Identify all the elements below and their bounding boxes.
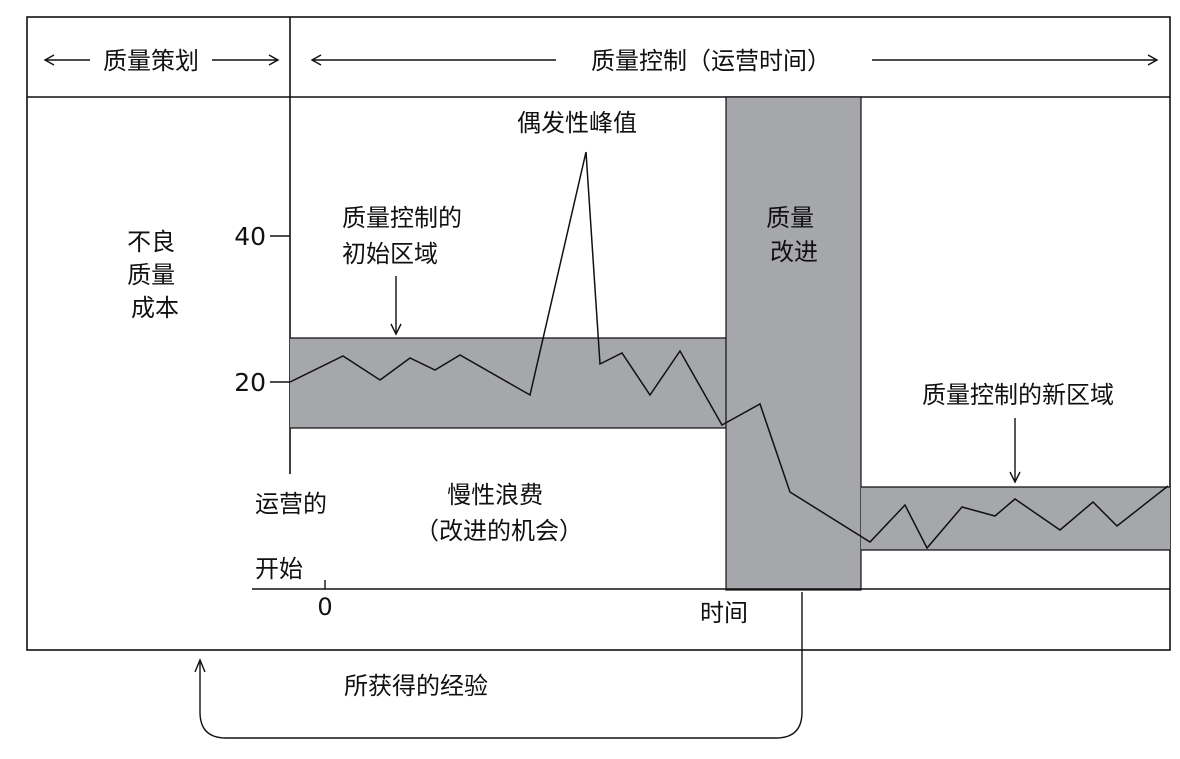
time-axis-label: 时间: [700, 599, 748, 627]
outer-frame: [26, 16, 1171, 651]
tick-40-label: 40: [234, 222, 266, 251]
initial-zone-arrow: [390, 276, 402, 336]
lessons-learned-feedback-path: [199, 592, 803, 739]
new-zone-arrow: [1009, 418, 1021, 484]
operation-start-label: 运营的 开始: [255, 490, 335, 583]
improvement-label: 质量 改进: [766, 204, 822, 266]
tick-20-label: 20: [234, 368, 266, 397]
quality-cost-line: [289, 151, 1169, 550]
origin-label: 0: [317, 593, 332, 621]
sporadic-peak-label: 偶发性峰值: [517, 109, 637, 137]
control-span-arrow: [310, 54, 1159, 66]
y-axis-label: 不良 质量 成本: [127, 228, 183, 322]
chronic-waste-label: 慢性浪费 （改进的机会）: [415, 481, 583, 545]
planning-label: 质量策划: [103, 47, 199, 75]
planning-span-arrow: [43, 54, 280, 66]
new-control-band: [861, 487, 1170, 550]
improvement-column: [725, 96, 862, 591]
lessons-learned-label: 所获得的经验: [344, 672, 488, 700]
new-zone-label: 质量控制的新区域: [922, 381, 1114, 409]
control-label: 质量控制（运营时间）: [591, 47, 831, 75]
feedback-arrowhead: [194, 658, 206, 673]
initial-zone-label: 质量控制的 初始区域: [342, 204, 470, 268]
